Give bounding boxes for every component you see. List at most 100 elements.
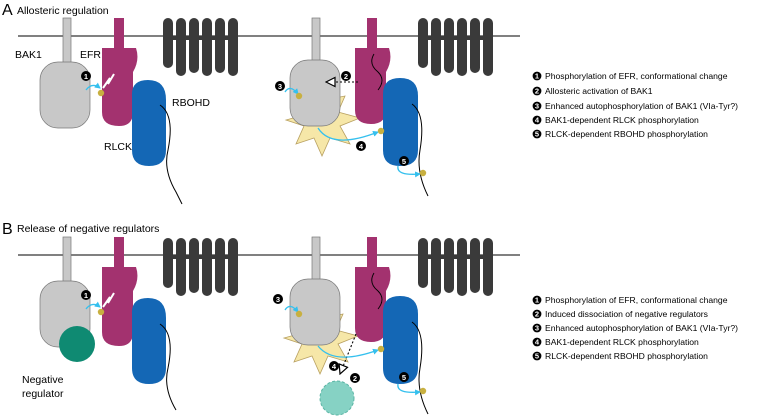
step-3-number: 3 [276, 295, 280, 304]
efr-protein [355, 18, 391, 124]
legend-text: BAK1-dependent RLCK phosphorylation [545, 337, 699, 347]
step-5-number: 5 [402, 373, 406, 382]
step-4-badge [356, 141, 366, 151]
step-4-number: 4 [332, 362, 337, 371]
step-3-badge [275, 81, 285, 91]
phosphate-dot [97, 308, 105, 316]
legend-text: Phosphorylation of EFR, conformational c… [545, 71, 728, 81]
negative-regulator-label-line2: regulator [22, 388, 64, 400]
rlck-protein [131, 298, 177, 411]
rbohd-protein [418, 18, 493, 76]
legend-item: 3 Enhanced autophosphorylation of BAK1 (… [532, 323, 738, 333]
bak1-protein [289, 236, 341, 346]
svg-text:2: 2 [535, 310, 539, 319]
step-5-number: 5 [402, 157, 406, 166]
legend-item: 5 RLCK-dependent RBOHD phosphorylation [532, 129, 708, 139]
lightning-icon [102, 292, 115, 308]
svg-text:3: 3 [535, 102, 539, 111]
legend-item: 2 Allosteric activation of BAK1 [532, 86, 653, 96]
step-4-number: 4 [359, 142, 364, 151]
autophosphorylation-arrow [284, 305, 299, 313]
phosphate-dot [419, 169, 427, 177]
negative-regulator-label-line1: Negative [22, 374, 64, 386]
rbohd-protein [163, 18, 238, 76]
rlck-label: RLCK [104, 141, 132, 153]
step-2-number: 2 [344, 72, 348, 81]
panel-a-letter: A [2, 2, 13, 19]
legend-item: 4 BAK1-dependent RLCK phosphorylation [532, 115, 699, 125]
svg-text:2: 2 [535, 87, 539, 96]
rbohd-label: RBOHD [172, 97, 210, 109]
panel-b-legend: 1 Phosphorylation of EFR, conformational… [532, 295, 738, 361]
step-5-badge [399, 372, 409, 382]
step-1-badge [81, 290, 91, 300]
panel-a-resting-state: BAK1 EFR RLCK RBOHD 1 [15, 17, 296, 205]
rlck-protein [383, 296, 429, 415]
phosphate-dot [295, 310, 303, 318]
svg-text:4: 4 [535, 338, 540, 347]
rbohd-phosphorylation-arrow [397, 383, 421, 396]
legend-text: RLCK-dependent RBOHD phosphorylation [545, 351, 708, 361]
step-3-number: 3 [278, 82, 282, 91]
phosphate-dot [295, 92, 303, 100]
efr-label: EFR [80, 49, 101, 61]
legend-item: 5 RLCK-dependent RBOHD phosphorylation [532, 351, 708, 361]
bak1-protein [39, 17, 91, 129]
phosphate-dot [419, 387, 427, 395]
efr-protein [102, 237, 138, 346]
phosphorylation-arrow [85, 301, 101, 310]
legend-text: Induced dissociation of negative regulat… [545, 309, 708, 319]
efr-protein [102, 18, 138, 126]
panel-b-activated-state: 2 3 4 5 [268, 236, 520, 416]
lightning-icon [102, 73, 115, 89]
step-1-badge [81, 71, 91, 81]
rlck-protein [131, 80, 183, 205]
step-1-number: 1 [84, 72, 88, 81]
panel-b-resting-state: Negative regulator 1 [18, 236, 296, 411]
efr-protein [355, 237, 391, 342]
panel-a-title: Allosteric regulation [17, 5, 109, 17]
legend-text: Enhanced autophosphorylation of BAK1 (VI… [545, 101, 738, 111]
legend-text: Phosphorylation of EFR, conformational c… [545, 295, 728, 305]
panel-b-letter: B [2, 221, 13, 238]
released-negative-regulator [319, 380, 355, 416]
step-4-badge [329, 361, 339, 371]
legend-item: 1 Phosphorylation of EFR, conformational… [532, 295, 728, 305]
legend-text: Allosteric activation of BAK1 [545, 86, 653, 96]
phosphorylation-arrow [85, 82, 101, 91]
svg-text:3: 3 [535, 324, 539, 333]
bak1-protein [289, 17, 341, 127]
step-5-badge [399, 156, 409, 166]
svg-text:5: 5 [535, 130, 539, 139]
svg-text:1: 1 [535, 72, 539, 81]
svg-text:1: 1 [535, 296, 539, 305]
phosphate-dot [377, 127, 385, 135]
panel-a: A Allosteric regulation [2, 2, 738, 205]
legend-item: 4 BAK1-dependent RLCK phosphorylation [532, 337, 699, 347]
step-3-badge [273, 294, 283, 304]
phosphate-dot [97, 89, 105, 97]
panel-b-title: Release of negative regulators [17, 223, 159, 235]
autophosphorylation-arrow [284, 87, 299, 95]
rlck-protein [383, 78, 429, 197]
legend-text: Enhanced autophosphorylation of BAK1 (VI… [545, 323, 738, 333]
rlck-phosphorylation-arrow [317, 345, 379, 358]
legend-item: 1 Phosphorylation of EFR, conformational… [532, 71, 728, 81]
step-2-number: 2 [353, 374, 357, 383]
panel-a-legend: 1 Phosphorylation of EFR, conformational… [532, 71, 738, 139]
rbohd-phosphorylation-arrow [397, 165, 421, 178]
step-1-number: 1 [84, 291, 88, 300]
step-2-badge [341, 71, 351, 81]
legend-text: RLCK-dependent RBOHD phosphorylation [545, 129, 708, 139]
negative-regulator-protein [59, 326, 95, 362]
bak1-label: BAK1 [15, 49, 42, 61]
dissociation-arrow [340, 333, 357, 374]
svg-text:4: 4 [535, 116, 540, 125]
rbohd-protein [163, 238, 238, 296]
panel-b: B Release of negative regulators [2, 221, 738, 416]
rbohd-protein [418, 238, 493, 296]
legend-text: BAK1-dependent RLCK phosphorylation [545, 115, 699, 125]
step-2-badge [350, 373, 360, 383]
legend-item: 2 Induced dissociation of negative regul… [532, 309, 708, 319]
